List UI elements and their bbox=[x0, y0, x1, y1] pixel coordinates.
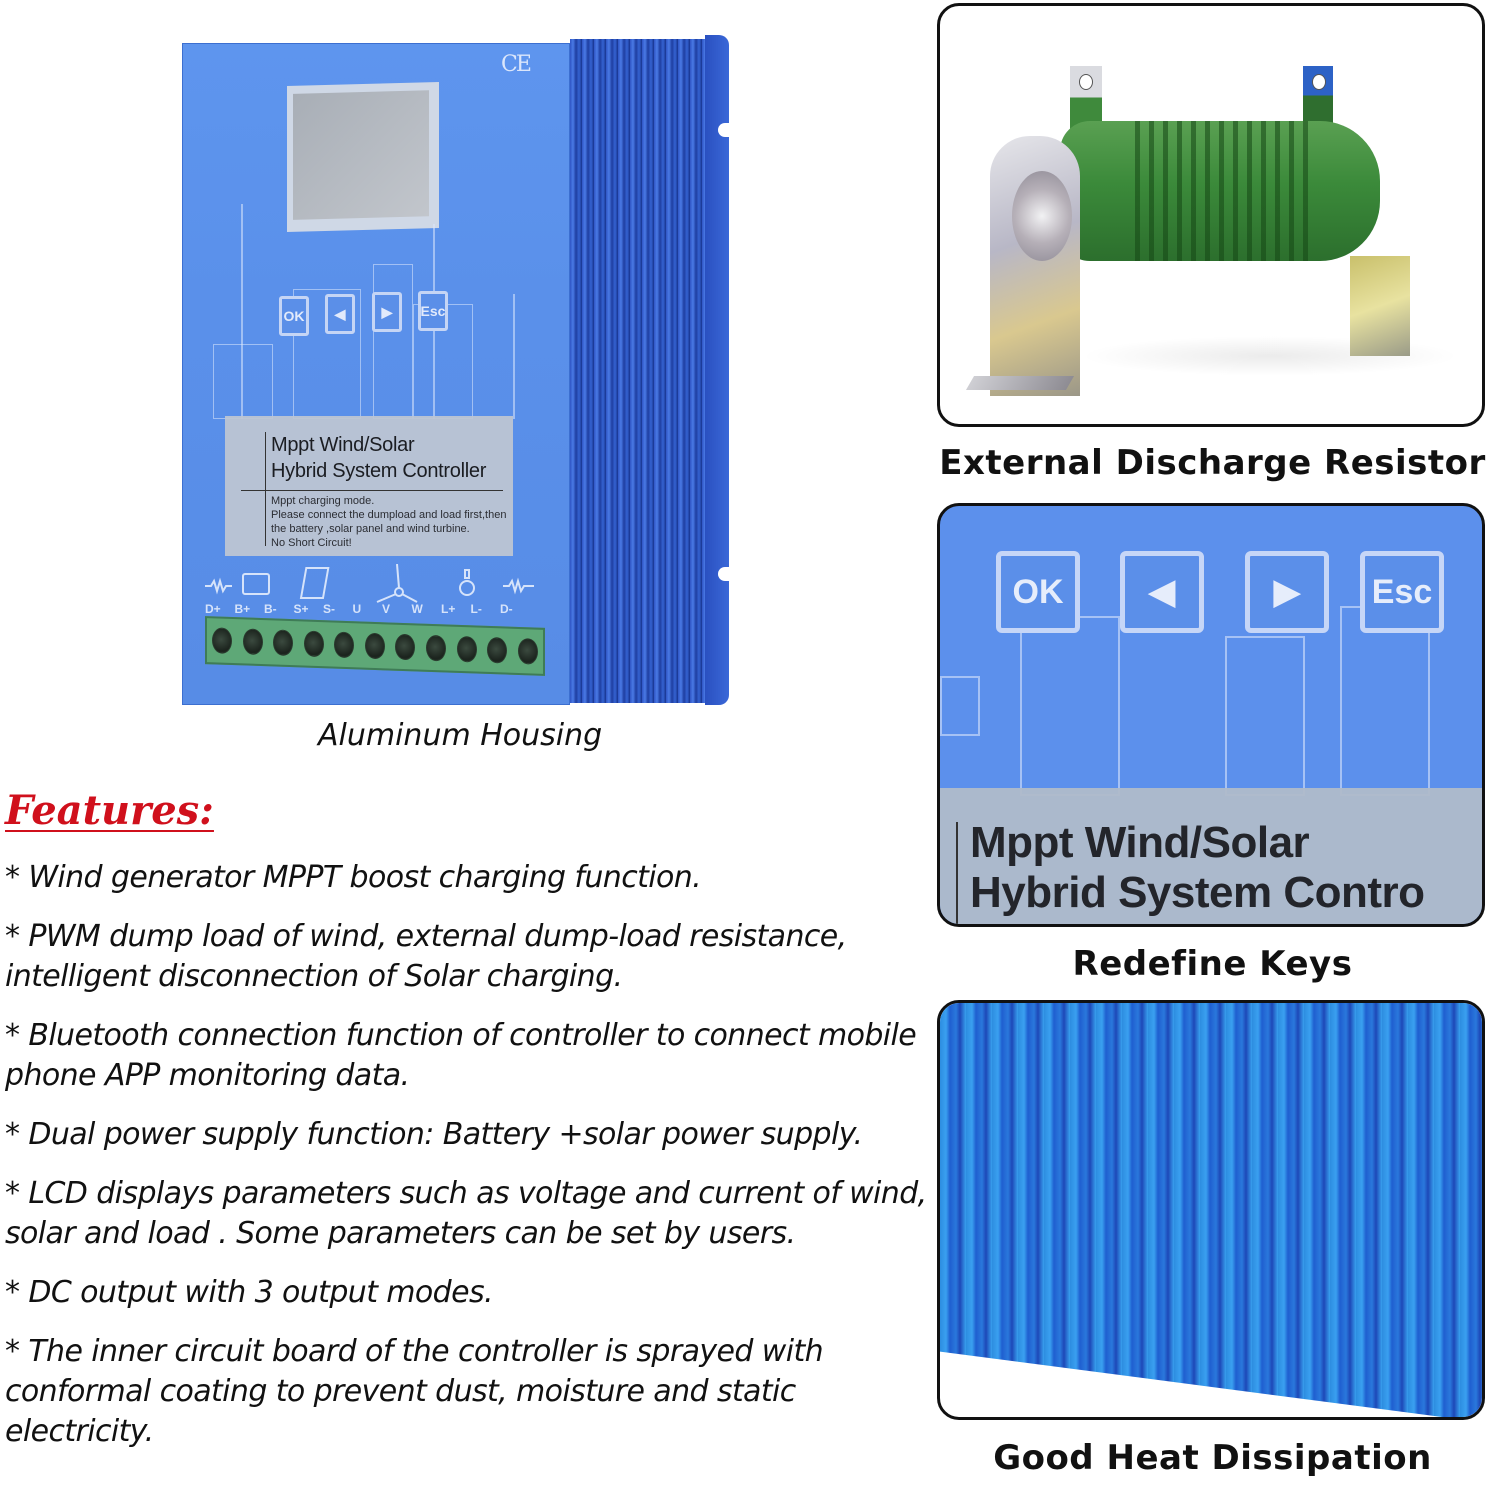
controller-front-panel: CE OK ◀ ▶ Esc Mppt Wind/Solar Hybrid Sys… bbox=[182, 43, 570, 705]
resistor-end-cap bbox=[1012, 171, 1072, 261]
feature-item: * Dual power supply function: Battery +s… bbox=[5, 1117, 863, 1152]
building-sketch bbox=[1020, 616, 1120, 796]
building-sketch bbox=[1225, 636, 1305, 796]
terminal-label: L+ bbox=[441, 602, 456, 616]
caption-aluminum-housing: Aluminum Housing bbox=[318, 718, 603, 753]
caption-redefine-keys: Redefine Keys bbox=[1072, 944, 1353, 984]
caption-good-heat-dissipation: Good Heat Dissipation bbox=[993, 1438, 1432, 1478]
terminal-label: S- bbox=[323, 602, 335, 616]
heatsink-side bbox=[570, 35, 740, 705]
building-sketch bbox=[1340, 606, 1430, 796]
resistor-image-panel bbox=[937, 3, 1485, 427]
resistor-icon bbox=[503, 577, 534, 595]
terminal-block bbox=[205, 616, 545, 676]
plate-divider bbox=[241, 490, 503, 491]
terminal-screw bbox=[242, 628, 263, 656]
esc-key-graphic: Esc bbox=[1360, 551, 1444, 633]
terminal-label: W bbox=[411, 602, 423, 616]
wind-turbine-sketch-icon bbox=[241, 204, 243, 419]
light-bulb-icon bbox=[459, 569, 475, 596]
plate-divider bbox=[265, 432, 266, 546]
heatsink-fins bbox=[570, 39, 712, 703]
wind-turbine-sketch-icon bbox=[513, 294, 515, 419]
terminal-label: B- bbox=[264, 602, 277, 616]
terminal-label: U bbox=[352, 602, 362, 616]
caption-external-discharge-resistor: External Discharge Resistor bbox=[939, 443, 1486, 483]
terminal-screw bbox=[395, 633, 416, 661]
keys-label-plate: Mppt Wind/Solar Hybrid System Contro bbox=[940, 788, 1482, 924]
feature-item: * LCD displays parameters such as voltag… bbox=[5, 1176, 927, 1251]
terminal-screw bbox=[517, 637, 538, 665]
controller-product-image: CE OK ◀ ▶ Esc Mppt Wind/Solar Hybrid Sys… bbox=[180, 35, 740, 705]
feature-item: * DC output with 3 output modes. bbox=[5, 1275, 494, 1310]
right-arrow-key-graphic: ▶ bbox=[1245, 551, 1329, 633]
plate-instructions: Mppt charging mode. Please connect the d… bbox=[271, 495, 507, 549]
feature-item: * PWM dump load of wind, external dump-l… bbox=[5, 919, 847, 994]
terminal-screw bbox=[364, 632, 385, 660]
terminal-screw bbox=[456, 635, 477, 663]
terminal-screw bbox=[334, 631, 355, 659]
lcd-screen bbox=[293, 90, 429, 220]
ok-key-graphic: OK bbox=[279, 296, 309, 336]
solar-panel-icon bbox=[299, 567, 330, 599]
terminal-label: D+ bbox=[205, 602, 221, 616]
terminal-labels: D+ B+ B- S+ S- U V W L+ L- D- bbox=[205, 602, 545, 622]
terminal-label: S+ bbox=[293, 602, 309, 616]
terminal-screw bbox=[273, 629, 294, 657]
keys-plate-text: Mppt Wind/Solar Hybrid System Contro bbox=[970, 818, 1425, 917]
feature-item: * The inner circuit board of the control… bbox=[5, 1334, 824, 1449]
terminal-screw bbox=[425, 634, 446, 662]
mounting-flange bbox=[705, 35, 729, 705]
ce-mark: CE bbox=[501, 52, 532, 77]
resistor-icon bbox=[205, 577, 232, 595]
esc-key-graphic: Esc bbox=[418, 291, 448, 331]
terminal-label: V bbox=[382, 602, 391, 616]
building-sketch bbox=[940, 676, 980, 736]
product-label-plate: Mppt Wind/Solar Hybrid System Controller… bbox=[225, 416, 513, 556]
terminal-screw bbox=[303, 630, 324, 658]
features-heading: Features: bbox=[5, 787, 214, 834]
plate-divider bbox=[956, 822, 958, 924]
terminal-label: D- bbox=[500, 602, 513, 616]
tab-hole bbox=[1079, 74, 1093, 90]
lcd-screen-frame bbox=[287, 82, 439, 232]
ok-key-graphic: OK bbox=[996, 551, 1080, 633]
features-list: * Wind generator MPPT boost charging fun… bbox=[5, 858, 935, 1471]
resistor-body bbox=[1060, 121, 1380, 261]
resistor-coil bbox=[1135, 121, 1315, 261]
resistor-foot bbox=[965, 376, 1075, 390]
feature-item: * Wind generator MPPT boost charging fun… bbox=[5, 860, 702, 895]
resistor-bracket-right bbox=[1350, 256, 1410, 356]
building-sketch bbox=[373, 264, 413, 419]
building-sketch bbox=[213, 344, 273, 419]
terminal-screw bbox=[212, 627, 233, 655]
wind-turbine-icon bbox=[376, 564, 418, 603]
plate-title: Mppt Wind/Solar Hybrid System Controller bbox=[271, 434, 487, 482]
terminal-icons bbox=[205, 564, 534, 603]
mounting-notch bbox=[718, 567, 732, 581]
battery-icon bbox=[242, 573, 270, 595]
terminal-screw bbox=[487, 636, 508, 664]
left-arrow-key-graphic: ◀ bbox=[1120, 551, 1204, 633]
terminal-label: B+ bbox=[234, 602, 251, 616]
mounting-notch bbox=[718, 123, 732, 137]
terminal-label: L- bbox=[470, 602, 482, 616]
right-arrow-key-graphic: ▶ bbox=[372, 292, 402, 332]
heatsink-fins bbox=[940, 1003, 1482, 1417]
feature-item: * Bluetooth connection function of contr… bbox=[5, 1018, 917, 1093]
keys-closeup-panel: OK ◀ ▶ Esc Mppt Wind/Solar Hybrid System… bbox=[937, 503, 1485, 927]
heatsink-closeup-panel bbox=[937, 1000, 1485, 1420]
left-arrow-key-graphic: ◀ bbox=[325, 294, 355, 334]
tab-hole bbox=[1312, 74, 1326, 90]
